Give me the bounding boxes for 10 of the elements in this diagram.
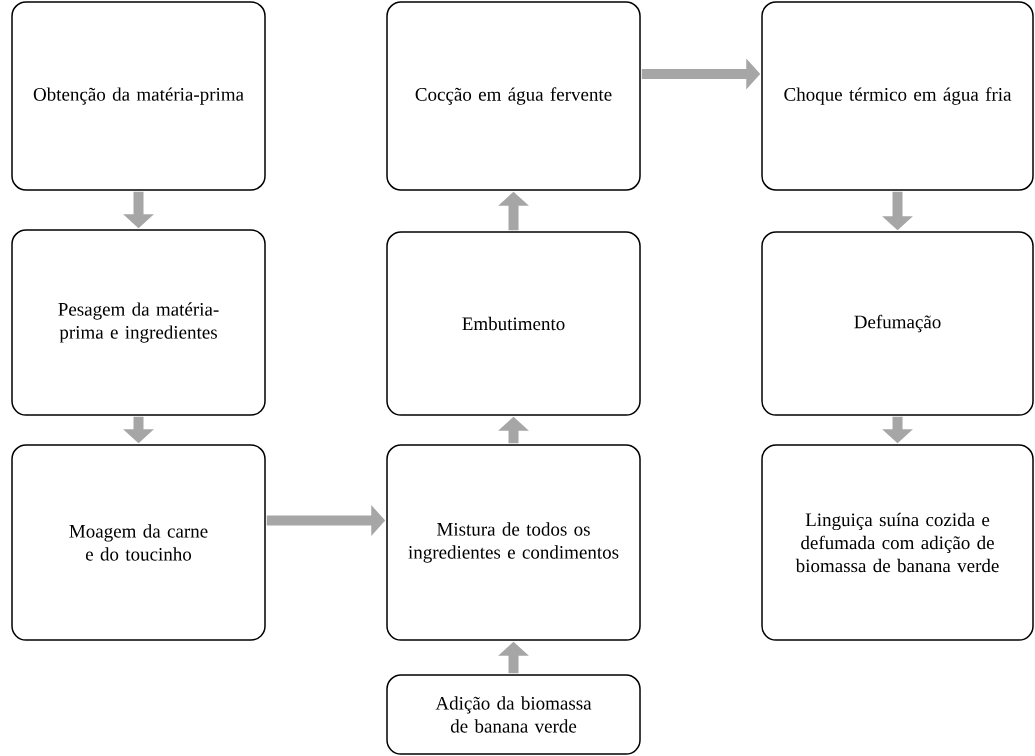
- process-box: Mistura de todos os ingredientes e condimentos: [386, 444, 641, 641]
- process-box: Moagem da carne e do toucinho: [11, 444, 266, 641]
- process-box: Adição da biomassa de banana verde: [386, 674, 641, 755]
- process-box: Choque térmico em água fria: [761, 1, 1034, 191]
- process-box: Cocção em água fervente: [386, 1, 641, 191]
- process-box: Linguiça suína cozida e defumada com adição de biomassa de banana verde: [761, 444, 1034, 641]
- process-box: Embutimento: [386, 231, 641, 416]
- process-box: Pesagem da matéria-prima e ingredientes: [11, 229, 266, 416]
- process-box: Defumação: [761, 231, 1034, 416]
- process-box: Obtenção da matéria-prima: [11, 1, 266, 191]
